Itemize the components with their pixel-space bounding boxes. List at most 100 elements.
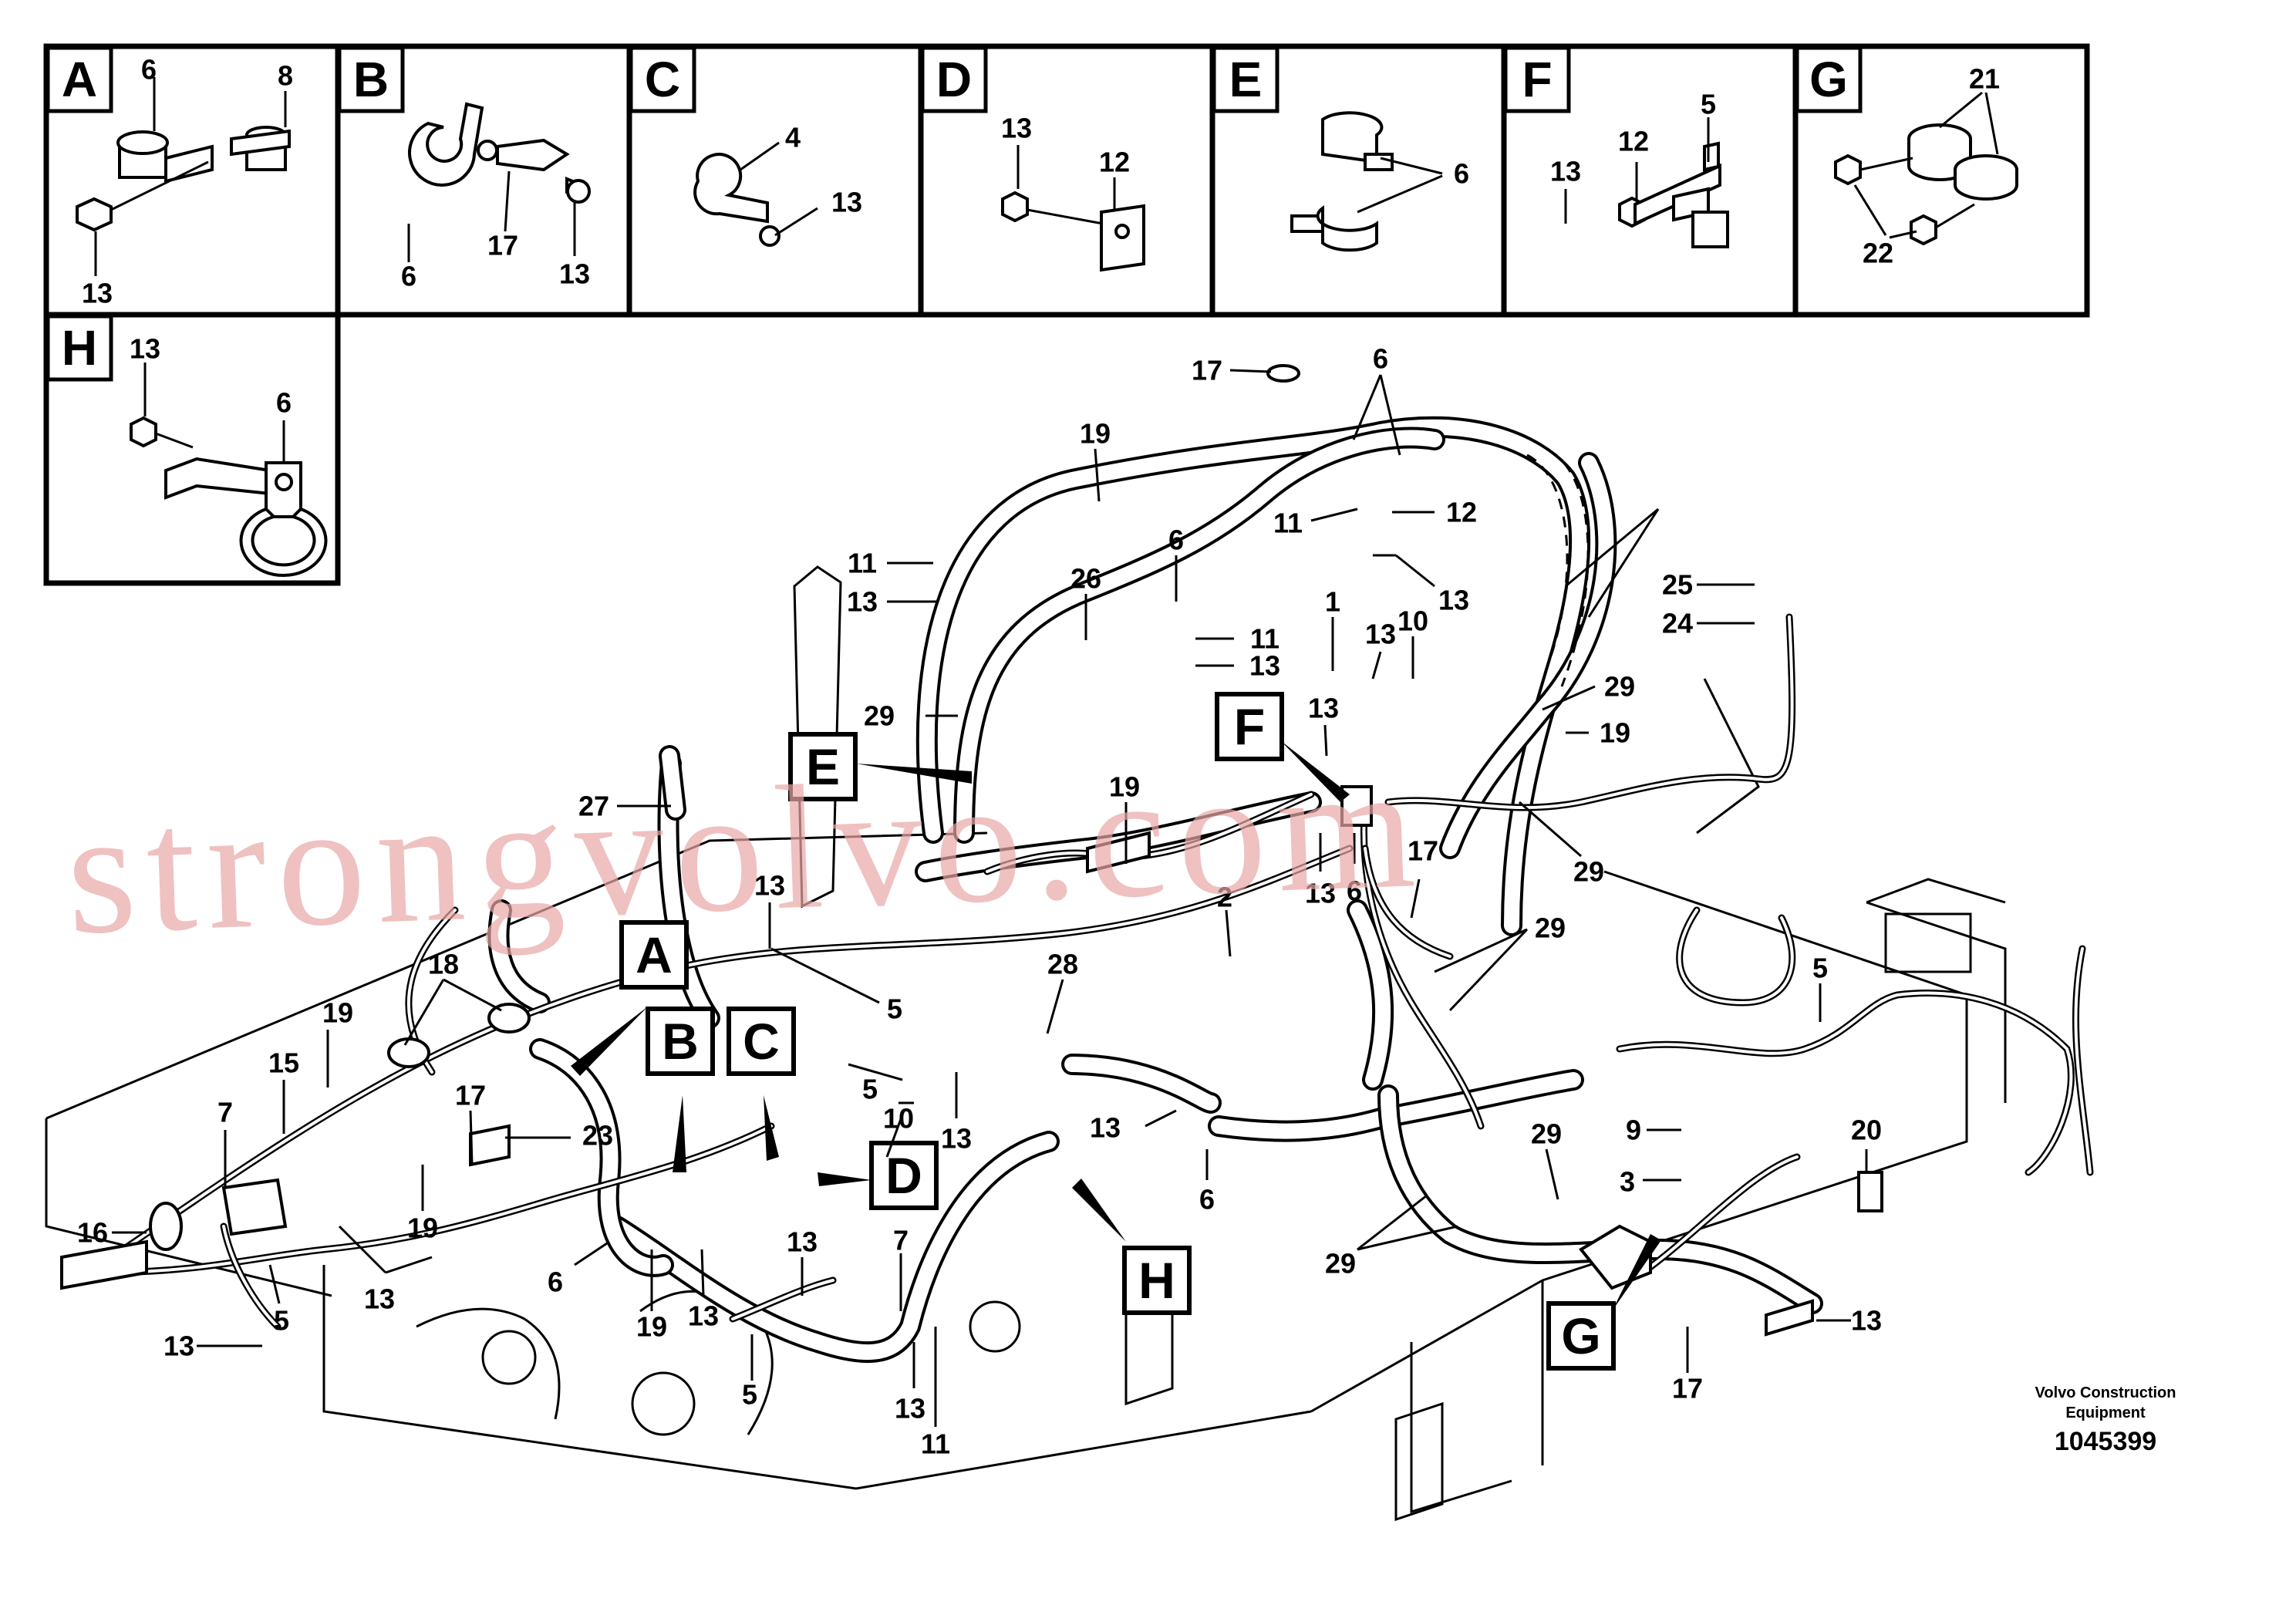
label-13: 13 xyxy=(1550,156,1581,187)
label-11: 11 xyxy=(1273,508,1303,539)
label-27: 28 xyxy=(1047,949,1078,980)
label-1: 1 xyxy=(1325,586,1340,618)
label-12: 13 xyxy=(164,1330,194,1362)
wire-harness xyxy=(96,613,2094,1330)
callout-letter-h: H xyxy=(1138,1252,1175,1309)
caption-line-1: Volvo Construction xyxy=(2035,1384,2176,1401)
label-29: 29 xyxy=(1535,912,1566,944)
label-18: 18 xyxy=(428,949,459,980)
callout-f: F xyxy=(1215,692,1350,802)
callout-b: B xyxy=(646,1007,715,1172)
label-5: 5 xyxy=(862,1074,878,1105)
label-13: 13 xyxy=(831,187,862,218)
label-19: 19 xyxy=(322,997,353,1029)
callout-g: G xyxy=(1546,1234,1661,1371)
label-6: 6 xyxy=(1199,1184,1215,1216)
label-13: 13 xyxy=(941,1123,972,1155)
components xyxy=(60,364,1883,1337)
label-11: 11 xyxy=(848,548,877,579)
label-19: 19 xyxy=(407,1212,438,1244)
detail-box-e: E 6 xyxy=(1209,43,1507,318)
label-13: 13 xyxy=(559,258,590,290)
label-13: 13 xyxy=(364,1283,395,1315)
callout-c: C xyxy=(727,1007,796,1161)
label-17: 17 xyxy=(487,230,518,261)
callout-d: D xyxy=(818,1141,939,1210)
label-13: 13 xyxy=(787,1226,818,1258)
detail-box-h: H 13 6 xyxy=(43,312,341,586)
label-6: 6 xyxy=(276,387,292,419)
label-19: 19 xyxy=(1600,717,1630,749)
label-20: 23 xyxy=(582,1120,613,1152)
label-29: 29 xyxy=(1531,1118,1562,1150)
label-11: 11 xyxy=(1250,623,1279,655)
callout-letter-g: G xyxy=(1561,1307,1600,1364)
label-13: 13 xyxy=(688,1300,719,1332)
label-13: 13 xyxy=(1090,1112,1121,1144)
label-5: 5 xyxy=(887,993,902,1025)
label-13: 13 xyxy=(1308,693,1339,724)
label-6: 6 xyxy=(548,1266,563,1298)
label-26: 27 xyxy=(578,791,609,822)
watermark: strongvolvo.com xyxy=(63,727,1428,971)
drawing-number: 1045399 xyxy=(2055,1427,2156,1456)
label-7: 9 xyxy=(1626,1114,1641,1146)
label-17: 17 xyxy=(455,1080,486,1111)
label-29: 29 xyxy=(1325,1248,1356,1280)
label-13: 13 xyxy=(1249,650,1280,682)
label-17: 17 xyxy=(1672,1373,1703,1404)
label-23: 24 xyxy=(1662,608,1693,639)
callout-letter-e: E xyxy=(806,738,840,795)
label-2: 2 xyxy=(1217,882,1232,913)
detail-letter-f: F xyxy=(1522,52,1552,107)
label-13: 13 xyxy=(1851,1305,1882,1337)
label-5: 5 xyxy=(1701,89,1716,120)
label-13: 13 xyxy=(847,586,878,618)
callout-letter-d: D xyxy=(885,1147,922,1204)
detail-letter-a: A xyxy=(62,52,97,107)
label-6: 6 xyxy=(401,261,416,292)
label-6: 6 xyxy=(1168,524,1184,556)
label-6: 6 xyxy=(1373,343,1388,375)
label-13: 13 xyxy=(895,1393,925,1425)
label-19: 20 xyxy=(1851,1114,1882,1146)
label-17: 17 xyxy=(1408,835,1438,867)
label-24: 25 xyxy=(1662,569,1693,601)
label-29: 29 xyxy=(1573,856,1604,888)
label-3: 3 xyxy=(1620,1166,1635,1198)
label-11: 12 xyxy=(1446,497,1477,528)
detail-box-b: B 6 17 13 xyxy=(335,43,632,318)
label-15: 16 xyxy=(77,1217,108,1249)
caption-block: Volvo Construction Equipment 1045399 xyxy=(2035,1384,2176,1456)
detail-box-c: C 4 13 xyxy=(626,43,924,318)
callout-a: A xyxy=(571,920,689,1076)
label-12: 12 xyxy=(1618,126,1649,157)
detail-letter-g: G xyxy=(1809,52,1848,107)
label-12: 12 xyxy=(1099,147,1130,178)
label-21: 21 xyxy=(1969,63,2000,95)
label-6: 6 xyxy=(1347,875,1362,907)
hose-harness xyxy=(487,416,1823,1364)
label-19: 19 xyxy=(1080,418,1111,450)
label-29: 29 xyxy=(1604,671,1635,703)
label-13: 13 xyxy=(1365,619,1396,650)
detail-letter-b: B xyxy=(353,52,389,107)
label-28: 29 xyxy=(864,700,895,732)
label-6: 6 xyxy=(141,54,157,86)
label-6: 6 xyxy=(1454,158,1469,190)
detail-box-g: G 21 22 xyxy=(1792,43,2090,318)
label-9: 10 xyxy=(1397,605,1428,637)
label-8: 8 xyxy=(278,60,293,92)
label-13: 13 xyxy=(1305,878,1336,909)
label-19: 19 xyxy=(1109,771,1140,803)
label-5: 5 xyxy=(274,1305,289,1337)
part-labels: 1 2 3 5 5 5 5 5 5 6 6 6 6 6 7 7 xyxy=(77,343,1882,1460)
detail-letter-c: C xyxy=(645,52,680,107)
label-22: 22 xyxy=(1863,238,1893,269)
label-13: 13 xyxy=(1001,113,1032,144)
label-5: 5 xyxy=(742,1379,757,1411)
label-16: 17 xyxy=(1192,355,1222,386)
callout-letter-b: B xyxy=(662,1013,699,1070)
caption-line-2: Equipment xyxy=(2065,1404,2146,1421)
